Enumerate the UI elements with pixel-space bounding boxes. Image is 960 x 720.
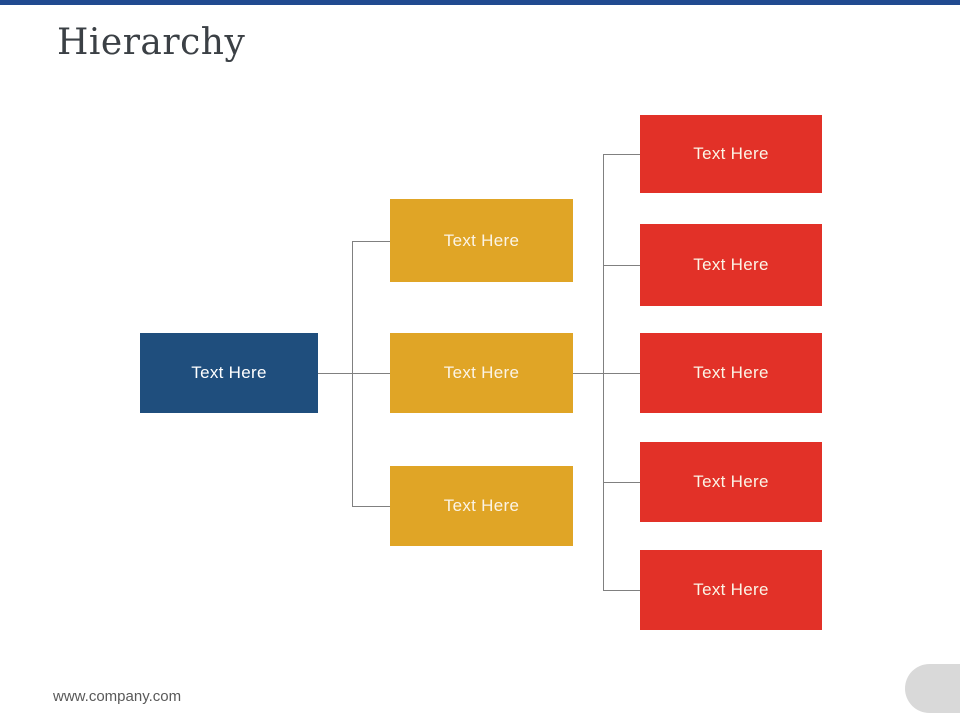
connector-root-to-level2 (318, 373, 390, 374)
connector-stub-level3-2 (603, 265, 640, 266)
level2-node-3[interactable]: Text Here (390, 466, 573, 546)
page-title: Hierarchy (57, 22, 246, 63)
level2-node-1[interactable]: Text Here (390, 199, 573, 282)
connector-stub-level3-5 (603, 590, 640, 591)
level2-node-2[interactable]: Text Here (390, 333, 573, 413)
connector-level3-vertical (603, 154, 604, 591)
corner-decoration (905, 664, 960, 713)
connector-level2-vertical (352, 241, 353, 507)
level3-node-4[interactable]: Text Here (640, 442, 822, 522)
connector-stub-level3-4 (603, 482, 640, 483)
level3-node-5[interactable]: Text Here (640, 550, 822, 630)
connector-level2-to-level3 (573, 373, 640, 374)
connector-stub-level3-1 (603, 154, 640, 155)
top-accent-bar (0, 0, 960, 5)
level3-node-3[interactable]: Text Here (640, 333, 822, 413)
root-node[interactable]: Text Here (140, 333, 318, 413)
connector-stub-level2-top (352, 241, 390, 242)
footer-company-url: www.company.com (53, 688, 182, 705)
level3-node-2[interactable]: Text Here (640, 224, 822, 306)
level3-node-1[interactable]: Text Here (640, 115, 822, 193)
connector-stub-level2-bottom (352, 506, 390, 507)
